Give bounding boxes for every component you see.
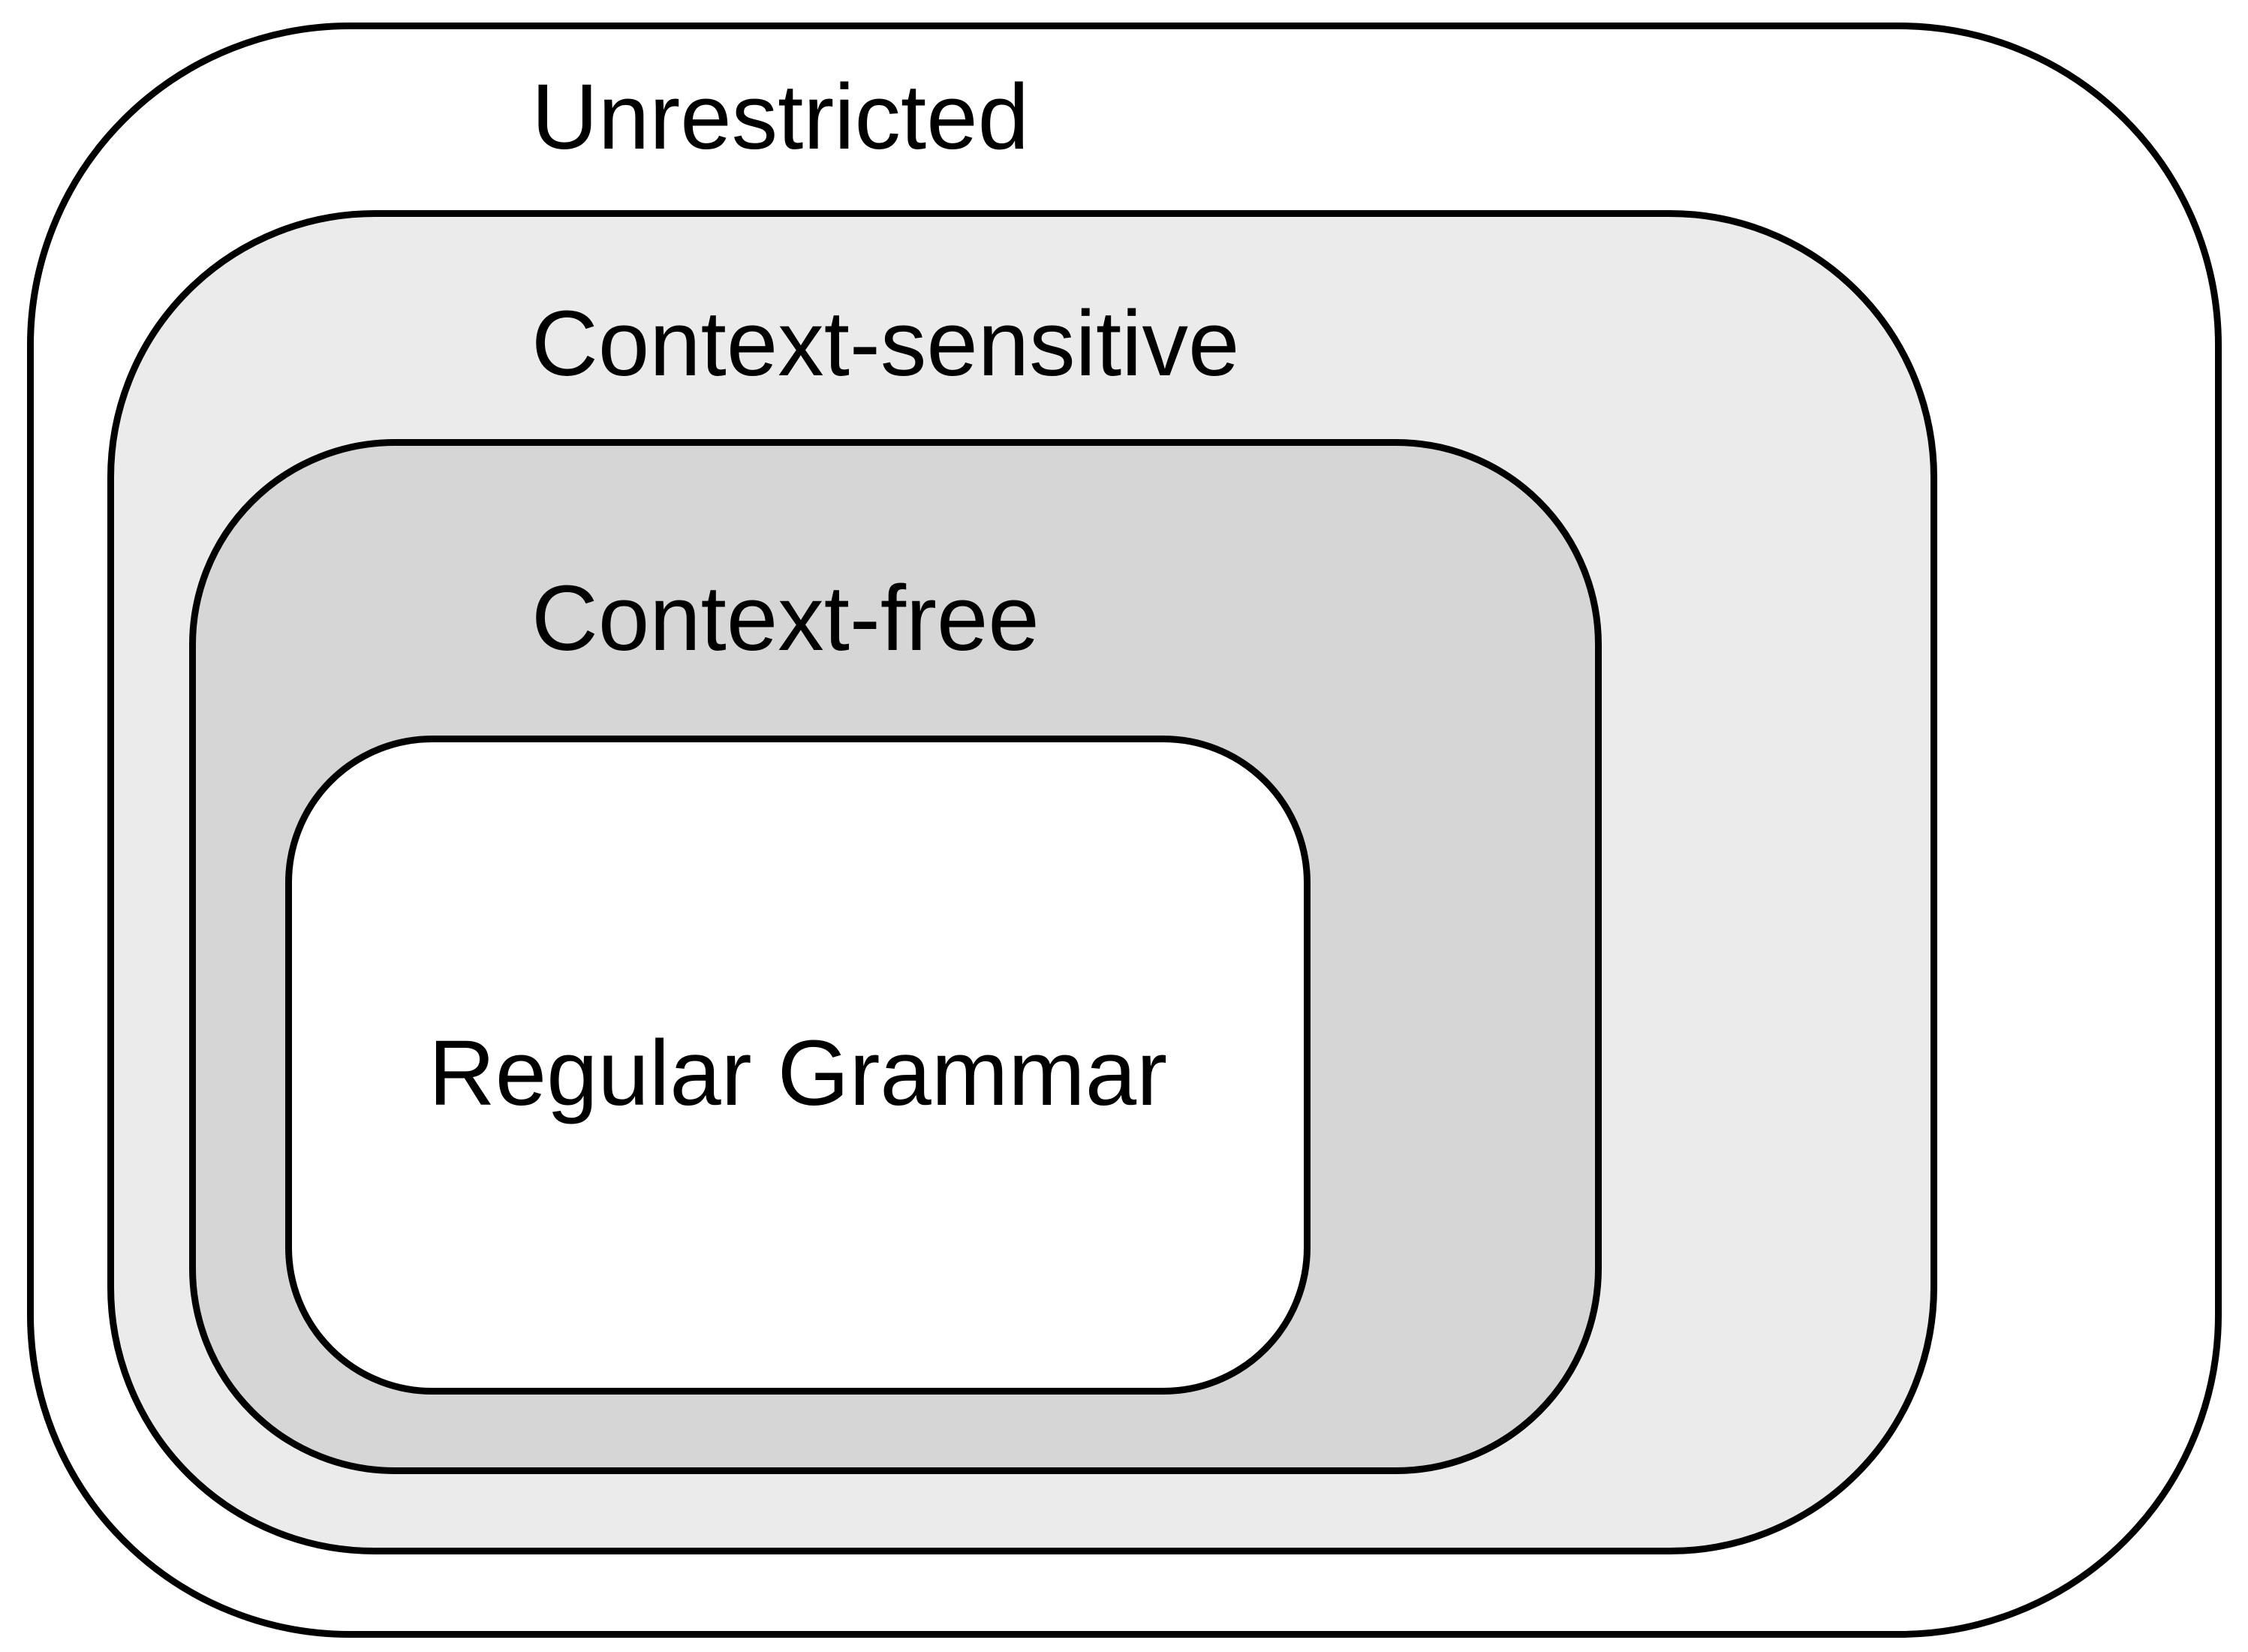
unrestricted-label: Unrestricted	[531, 66, 1030, 169]
regular-grammar-region: Regular Grammar	[285, 736, 1311, 1395]
context-free-label: Context-free	[531, 567, 1040, 670]
context-sensitive-label: Context-sensitive	[531, 293, 1240, 396]
regular-grammar-label: Regular Grammar	[428, 1022, 1168, 1125]
